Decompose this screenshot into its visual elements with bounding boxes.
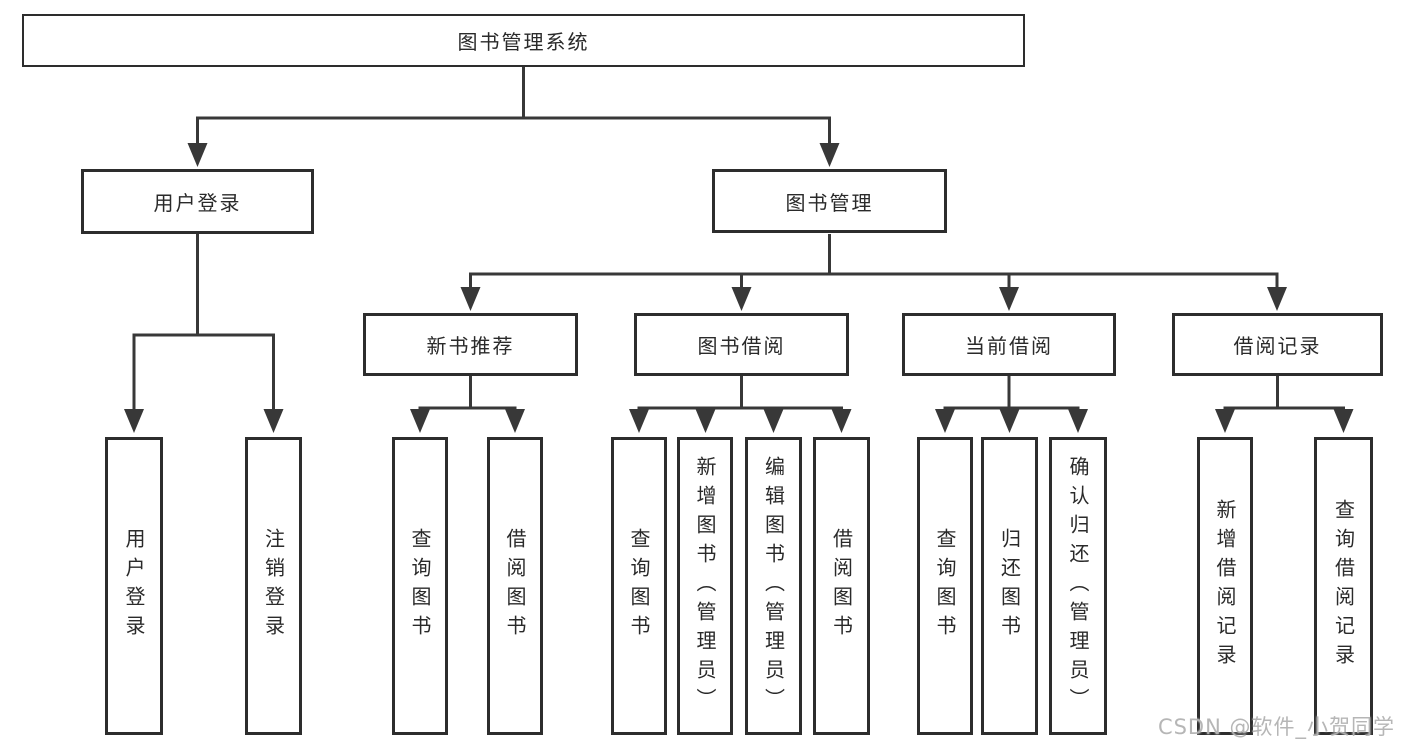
leaf-user-login: 用户登录 <box>105 437 163 735</box>
node-label: 新增借阅记录 <box>1213 499 1237 673</box>
node-label: 图书借阅 <box>697 334 786 358</box>
node-current-borrowing: 当前借阅 <box>902 313 1116 376</box>
leaf-return-book: 归还图书 <box>981 437 1038 735</box>
node-label: 借阅图书 <box>829 528 854 644</box>
node-book-management: 图书管理 <box>712 169 947 233</box>
node-label: 确认归还（管理员） <box>1066 455 1090 717</box>
node-label: 归还图书 <box>997 528 1022 644</box>
leaf-logout: 注销登录 <box>245 437 302 735</box>
watermark: CSDN @软件_小贺同学 <box>1157 715 1395 739</box>
leaf-confirm-return-admin: 确认归还（管理员） <box>1049 437 1107 735</box>
node-label: 注销登录 <box>261 528 286 644</box>
node-user-login: 用户登录 <box>81 169 314 234</box>
leaf-query-books-borrow: 查询图书 <box>611 437 667 735</box>
node-label: 图书管理 <box>785 190 874 215</box>
node-root: 图书管理系统 <box>22 14 1025 67</box>
leaf-borrow-books-borrow: 借阅图书 <box>813 437 870 735</box>
node-label: 查询图书 <box>933 528 957 644</box>
node-label: 当前借阅 <box>965 334 1053 358</box>
node-label: 查询图书 <box>408 528 432 644</box>
node-label: 编辑图书（管理员） <box>761 455 786 717</box>
leaf-borrow-books-recommend: 借阅图书 <box>487 437 543 735</box>
node-label: 借阅记录 <box>1233 334 1322 358</box>
leaf-query-books-current: 查询图书 <box>917 437 973 735</box>
node-borrowing-records: 借阅记录 <box>1172 313 1383 376</box>
leaf-query-books-recommend: 查询图书 <box>392 437 448 735</box>
node-label: 查询图书 <box>627 528 651 644</box>
node-label: 用户登录 <box>122 528 146 644</box>
leaf-edit-book-admin: 编辑图书（管理员） <box>745 437 802 735</box>
node-label: 新增图书（管理员） <box>693 455 717 717</box>
node-label: 图书管理系统 <box>457 30 590 54</box>
node-book-borrowing: 图书借阅 <box>634 313 849 376</box>
node-new-book-recommend: 新书推荐 <box>363 313 578 376</box>
node-label: 用户登录 <box>153 191 242 215</box>
node-label: 新书推荐 <box>426 334 515 358</box>
node-label: 借阅图书 <box>503 528 527 644</box>
node-label: 查询借阅记录 <box>1331 499 1356 673</box>
leaf-query-borrow-record: 查询借阅记录 <box>1314 437 1373 735</box>
leaf-add-book-admin: 新增图书（管理员） <box>677 437 733 735</box>
leaf-add-borrow-record: 新增借阅记录 <box>1197 437 1253 735</box>
